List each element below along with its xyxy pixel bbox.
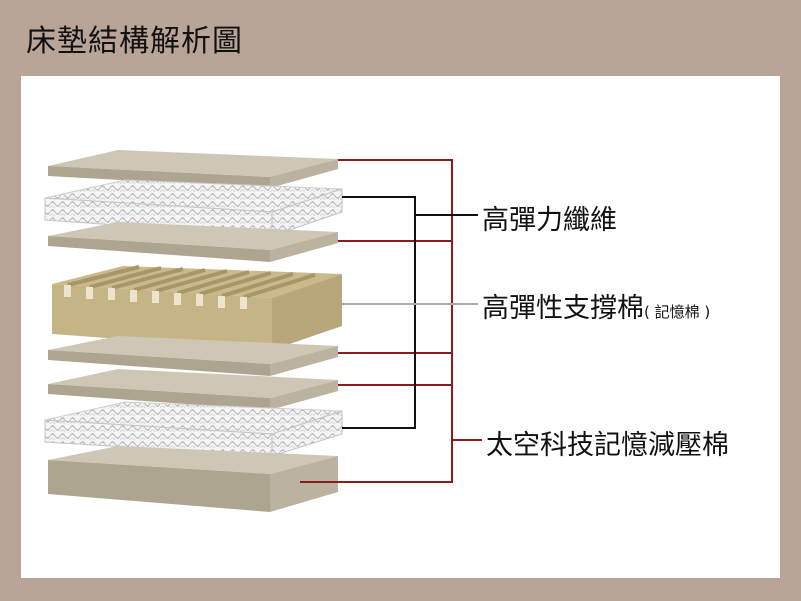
label-support-foam-main: 高彈性支撐棉 <box>482 293 644 324</box>
plate-layer-4 <box>48 369 338 410</box>
label-support-foam: 高彈性支撐棉( 記憶棉 ) <box>482 286 710 325</box>
plate-layer-3 <box>48 336 338 376</box>
support-foam-block <box>52 265 342 350</box>
label-high-elastic-fiber: 高彈力纖維 <box>482 205 617 236</box>
fiber-mesh-layer-bottom <box>44 401 343 457</box>
callout-lines-fiber <box>342 196 478 429</box>
callout-lines-memory-foam <box>300 159 482 483</box>
page-title: 床墊結構解析圖 <box>26 24 243 59</box>
plate-layer-2 <box>48 222 338 262</box>
bottom-base-plate <box>48 446 338 512</box>
foam-grooves <box>67 265 316 299</box>
label-space-memory-foam: 太空科技記憶減壓棉 <box>486 430 729 461</box>
label-support-foam-note: ( 記憶棉 ) <box>644 303 711 321</box>
foam-groove-notches <box>64 285 247 309</box>
top-cover-plate <box>48 150 338 188</box>
